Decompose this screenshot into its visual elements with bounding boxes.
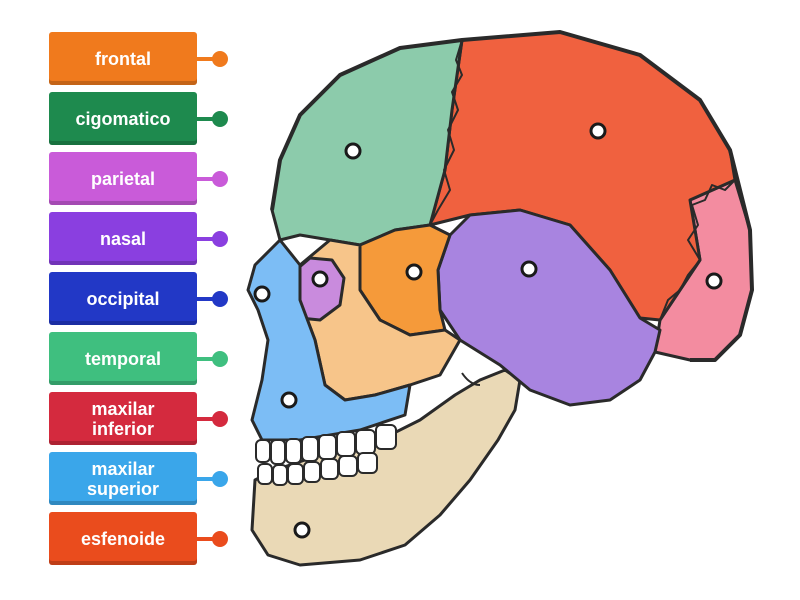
drag-pin-icon[interactable] <box>212 231 228 247</box>
connector-line <box>197 357 217 361</box>
label-text: maxilar inferior <box>91 398 155 439</box>
label-text: parietal <box>90 168 156 189</box>
label-maxilar-superior[interactable]: maxilar superior <box>49 452 249 507</box>
label-occipital[interactable]: occipital <box>49 272 249 327</box>
label-box[interactable]: parietal <box>49 152 197 205</box>
label-box[interactable]: maxilar superior <box>49 452 197 505</box>
connector-line <box>197 117 217 121</box>
label-text: temporal <box>84 348 162 369</box>
lower-teeth <box>257 452 378 486</box>
drop-target-5[interactable] <box>405 263 423 281</box>
label-text: maxilar superior <box>86 458 160 499</box>
label-box[interactable]: esfenoide <box>49 512 197 565</box>
upper-teeth <box>255 424 397 465</box>
label-temporal[interactable]: temporal <box>49 332 249 387</box>
label-list: frontal cigomatico parietal nasal occipi… <box>0 0 240 600</box>
connector-line <box>197 537 217 541</box>
connector-line <box>197 57 217 61</box>
drop-target-1[interactable] <box>589 122 607 140</box>
label-nasal[interactable]: nasal <box>49 212 249 267</box>
label-text: esfenoide <box>80 528 166 549</box>
label-frontal[interactable]: frontal <box>49 32 249 87</box>
drag-pin-icon[interactable] <box>212 471 228 487</box>
label-text: frontal <box>95 48 151 69</box>
connector-line <box>197 417 217 421</box>
label-maxilar-inferior[interactable]: maxilar inferior <box>49 392 249 447</box>
connector-line <box>197 297 217 301</box>
drop-target-9[interactable] <box>293 521 311 539</box>
label-box[interactable]: occipital <box>49 272 197 325</box>
label-box[interactable]: frontal <box>49 32 197 85</box>
label-box[interactable]: nasal <box>49 212 197 265</box>
label-box[interactable]: temporal <box>49 332 197 385</box>
coronoid-detail <box>461 372 481 386</box>
label-text: nasal <box>99 228 147 249</box>
label-parietal[interactable]: parietal <box>49 152 249 207</box>
drag-pin-icon[interactable] <box>212 531 228 547</box>
label-text: cigomatico <box>75 108 171 129</box>
connector-line <box>197 177 217 181</box>
label-text: occipital <box>86 288 160 309</box>
skull-diagram <box>246 30 754 567</box>
drop-target-2[interactable] <box>344 142 362 160</box>
connector-line <box>197 237 217 241</box>
drag-pin-icon[interactable] <box>212 51 228 67</box>
label-box[interactable]: cigomatico <box>49 92 197 145</box>
drag-pin-icon[interactable] <box>212 111 228 127</box>
label-esfenoide[interactable]: esfenoide <box>49 512 249 567</box>
drop-target-6[interactable] <box>311 270 329 288</box>
drop-target-3[interactable] <box>705 272 723 290</box>
drop-target-8[interactable] <box>280 391 298 409</box>
drag-pin-icon[interactable] <box>212 291 228 307</box>
drop-target-7[interactable] <box>253 285 271 303</box>
frontal-region <box>270 38 464 247</box>
lambdoid-suture <box>659 179 736 321</box>
drag-pin-icon[interactable] <box>212 171 228 187</box>
skull-outline <box>270 30 754 362</box>
label-cigomatico[interactable]: cigomatico <box>49 92 249 147</box>
drag-pin-icon[interactable] <box>212 351 228 367</box>
drag-pin-icon[interactable] <box>212 411 228 427</box>
coronal-suture <box>429 39 463 226</box>
drop-target-4[interactable] <box>520 260 538 278</box>
label-box[interactable]: maxilar inferior <box>49 392 197 445</box>
connector-line <box>197 477 217 481</box>
